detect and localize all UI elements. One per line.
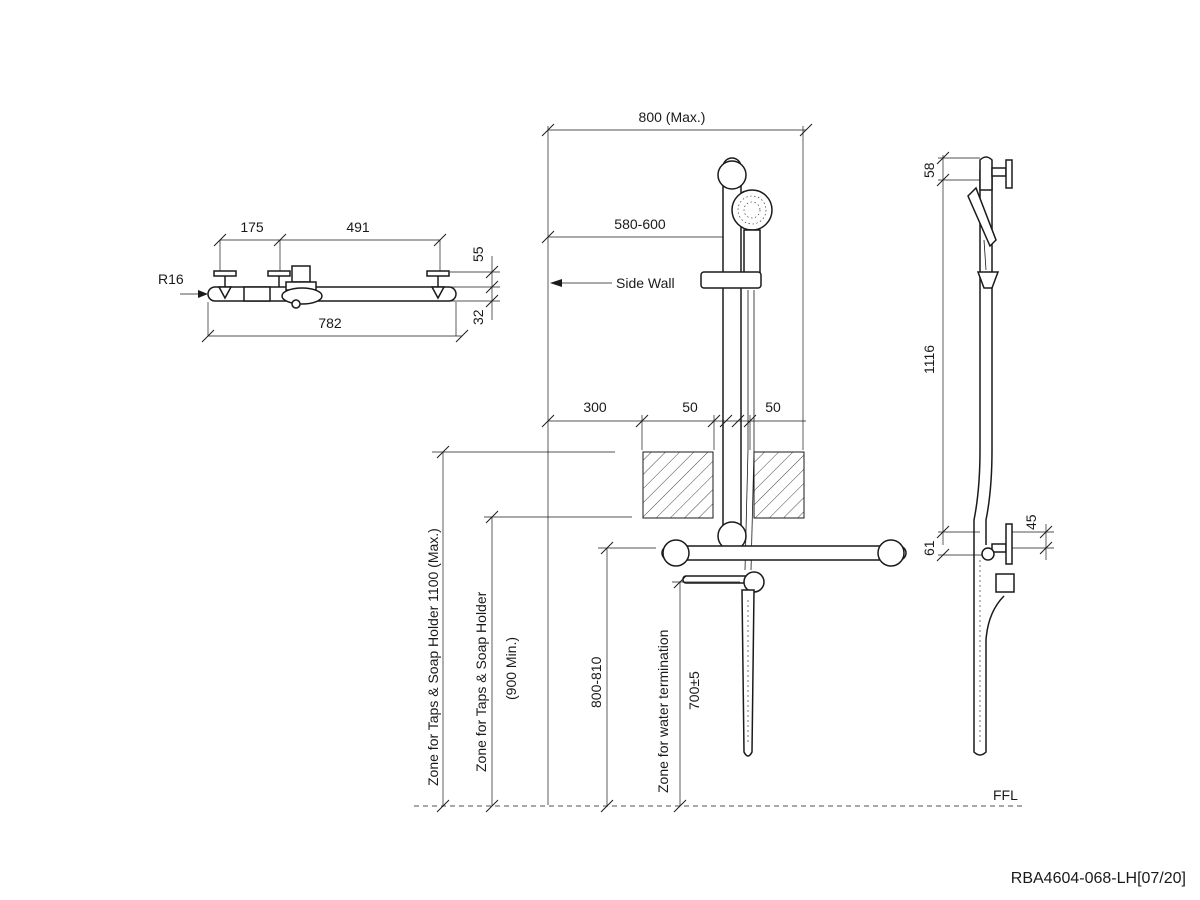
front-dim-grab-height: 800-810 (588, 656, 604, 708)
plan-flange-left (213, 270, 237, 277)
plan-radius-label: R16 (158, 271, 184, 287)
side-dim-61: 61 (921, 540, 937, 556)
front-dim-50-left: 50 (682, 399, 698, 415)
plan-dim-55: 55 (470, 246, 486, 262)
drawing-code: RBA4604-068-LH[07/20] (1010, 870, 1186, 887)
front-zone-water: Zone for water termination (655, 630, 671, 793)
front-view: 800 (Max.) 580-600 Side Wall (414, 109, 1024, 813)
plan-view: 175 491 R16 782 (158, 219, 500, 343)
plan-dim-491: 491 (346, 219, 370, 235)
plan-flange-mid (267, 270, 291, 277)
front-dim-50-right: 50 (765, 399, 781, 415)
front-dim-rail-offset: 580-600 (614, 216, 666, 232)
front-tap-zone-left (642, 451, 714, 519)
side-dim-58: 58 (921, 162, 937, 178)
front-horizontal-rail (661, 545, 907, 561)
side-shower-head (967, 186, 997, 248)
side-dim-45: 45 (1023, 514, 1039, 530)
front-dim-water-height: 700±5 (686, 671, 702, 710)
front-tap-zone-right (753, 451, 805, 519)
plan-dim-782: 782 (318, 315, 342, 331)
plan-dim-32: 32 (470, 309, 486, 325)
front-dim-300: 300 (583, 399, 607, 415)
plan-soap-holder (243, 286, 271, 302)
front-dim-max-width: 800 (Max.) (639, 109, 706, 125)
plan-flange-right (426, 270, 450, 277)
front-slider (700, 271, 762, 289)
front-ffl-label: FFL (993, 787, 1018, 803)
front-zone-taps-min-value: (900 Min.) (503, 637, 519, 700)
plan-dim-175: 175 (240, 219, 264, 235)
front-zone-taps-min: Zone for Taps & Soap Holder (473, 591, 489, 772)
front-zone-taps-max: Zone for Taps & Soap Holder 1100 (Max.) (425, 528, 441, 786)
side-dim-1116: 1116 (921, 345, 937, 374)
side-water-outlet (995, 573, 1015, 593)
front-hand-shower (741, 589, 755, 757)
front-side-wall-label: Side Wall (616, 275, 675, 291)
side-view: 58 1116 61 45 (921, 151, 1054, 756)
front-water-outlet (743, 571, 765, 593)
